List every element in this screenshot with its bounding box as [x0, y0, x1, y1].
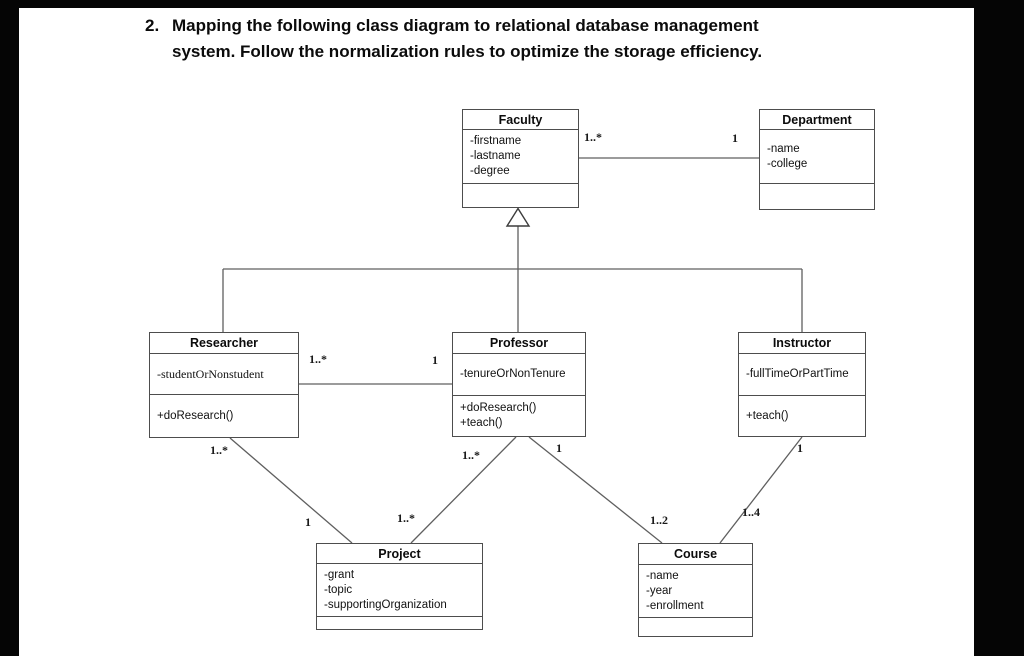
- class-attribute: -tenureOrNonTenure: [460, 368, 566, 380]
- class-methods-professor: +doResearch() +teach(): [453, 396, 585, 436]
- class-attributes-project: -grant -topic -supportingOrganization: [317, 564, 482, 617]
- question-number: 2.: [145, 16, 160, 35]
- class-box-project: Project -grant -topic -supportingOrganizati…: [316, 543, 483, 630]
- class-attribute: -lastname: [470, 150, 521, 162]
- class-box-instructor: Instructor -fullTimeOrPartTime +teach(): [738, 332, 866, 437]
- class-attribute: -fullTimeOrPartTime: [746, 368, 849, 380]
- class-attribute: -supportingOrganization: [324, 598, 447, 611]
- class-attributes-researcher: -studentOrNonstudent: [150, 354, 298, 395]
- multiplicity-researcher-project-far: 1: [305, 515, 311, 529]
- class-name-course: Course: [639, 544, 752, 565]
- association-professor-project: [410, 436, 517, 544]
- class-attributes-professor: -tenureOrNonTenure: [453, 354, 585, 396]
- class-attribute: -grant: [324, 568, 355, 581]
- class-name-researcher: Researcher: [150, 333, 298, 354]
- question-line-2: system. Follow the normalization rules t…: [172, 42, 763, 61]
- multiplicity-faculty-department-near: 1..*: [584, 130, 602, 144]
- class-methods-department: [760, 184, 874, 209]
- class-attributes-faculty: -firstname -lastname -degree: [463, 130, 578, 184]
- multiplicity-professor-course-near: 1: [556, 441, 562, 455]
- class-attribute: -degree: [470, 165, 510, 177]
- class-methods-project: [317, 617, 482, 629]
- class-attributes-department: -name -college: [760, 130, 874, 184]
- multiplicity-researcher-professor-far: 1: [432, 353, 438, 367]
- class-attribute: -name: [646, 569, 679, 582]
- multiplicity-faculty-department-far: 1: [732, 131, 738, 145]
- class-name-department: Department: [760, 110, 874, 130]
- class-box-department: Department -name -college: [759, 109, 875, 210]
- multiplicity-professor-project-far: 1..*: [397, 511, 415, 525]
- class-name-instructor: Instructor: [739, 333, 865, 354]
- class-attribute: -firstname: [470, 135, 522, 147]
- class-method: +doResearch(): [460, 402, 537, 414]
- class-attributes-course: -name -year -enrollment: [639, 565, 752, 618]
- class-methods-course: [639, 618, 752, 636]
- association-instructor-course: [719, 436, 803, 544]
- class-name-project: Project: [317, 544, 482, 564]
- letterbox-bar-top: [0, 0, 1024, 8]
- multiplicity-instructor-course-far: 1..4: [742, 505, 760, 519]
- question-line-1: Mapping the following class diagram to r…: [172, 16, 759, 35]
- multiplicity-researcher-professor-near: 1..*: [309, 352, 327, 366]
- question-text: Mapping the following class diagram to r…: [172, 13, 872, 65]
- class-box-course: Course -name -year -enrollment: [638, 543, 753, 637]
- class-box-researcher: Researcher -studentOrNonstudent +doResearc…: [149, 332, 299, 438]
- multiplicity-professor-course-far: 1..2: [650, 513, 668, 527]
- class-attribute: -studentOrNonstudent: [157, 366, 264, 381]
- multiplicity-researcher-project-near: 1..*: [210, 443, 228, 457]
- class-methods-instructor: +teach(): [739, 396, 865, 436]
- class-methods-faculty: [463, 184, 578, 207]
- class-attribute: -topic: [324, 583, 353, 596]
- class-attribute: -year: [646, 584, 673, 597]
- class-method: +teach(): [460, 417, 503, 429]
- generalization-triangle-icon: [505, 207, 531, 227]
- class-box-professor: Professor -tenureOrNonTenure +doResearch()…: [452, 332, 586, 437]
- class-attributes-instructor: -fullTimeOrPartTime: [739, 354, 865, 396]
- association-researcher-project: [229, 437, 353, 544]
- association-professor-course: [528, 436, 663, 544]
- class-methods-researcher: +doResearch(): [150, 395, 298, 437]
- class-box-faculty: Faculty -firstname -lastname -degree: [462, 109, 579, 208]
- class-name-faculty: Faculty: [463, 110, 578, 130]
- class-method: +doResearch(): [157, 409, 234, 422]
- class-attribute: -name: [767, 142, 800, 155]
- multiplicity-professor-project-near: 1..*: [462, 448, 480, 462]
- class-attribute: -enrollment: [646, 599, 704, 612]
- class-attribute: -college: [767, 157, 808, 170]
- letterbox-bar-right: [974, 0, 1024, 656]
- class-method: +teach(): [746, 409, 789, 422]
- class-name-professor: Professor: [453, 333, 585, 354]
- multiplicity-instructor-course-near: 1: [797, 441, 803, 455]
- letterbox-bar-left: [0, 0, 19, 656]
- question-header: 2. Mapping the following class diagram t…: [145, 13, 872, 65]
